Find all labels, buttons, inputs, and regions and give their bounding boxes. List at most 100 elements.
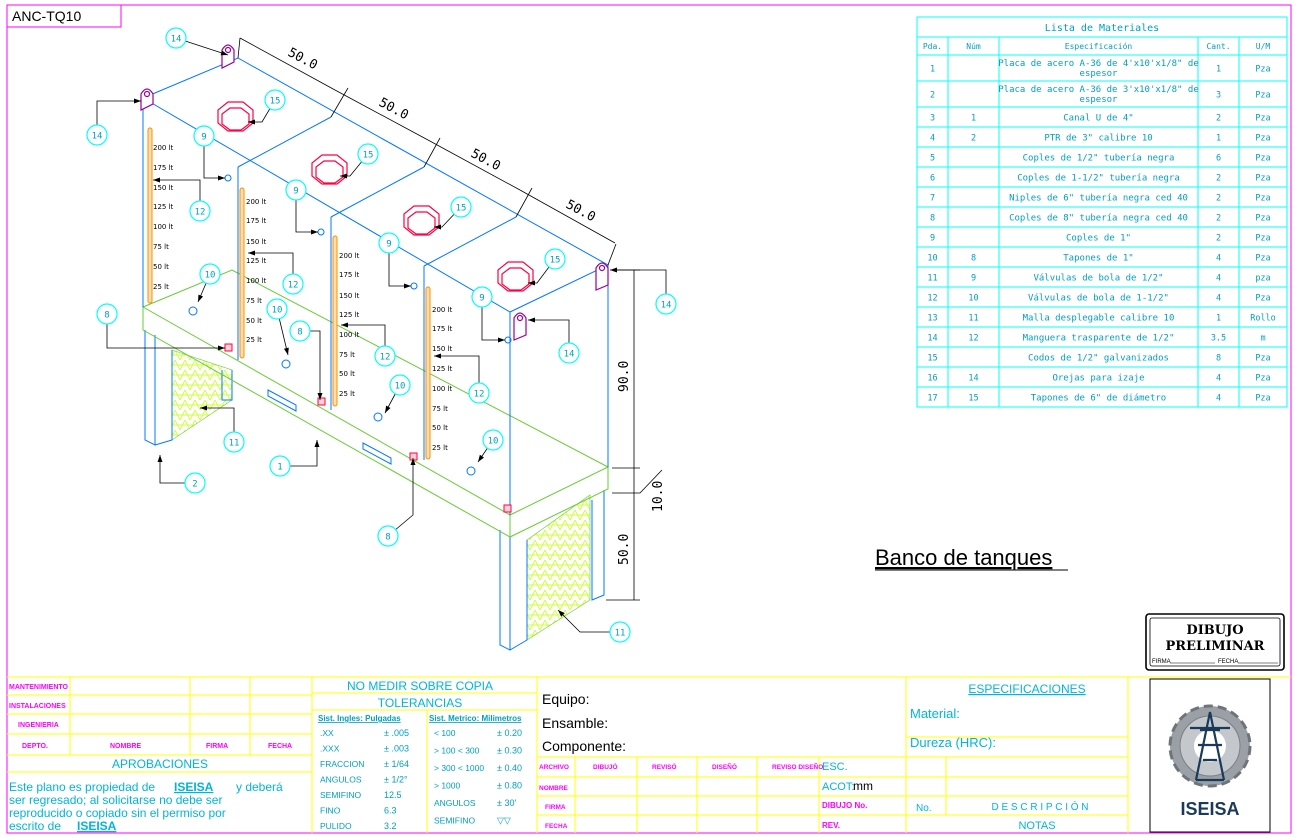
bom-title: Lista de Materiales (1045, 23, 1159, 34)
balloon-2: 2 (157, 455, 206, 494)
bom-cell: 4 (1216, 254, 1221, 264)
svg-text:escrito de: escrito de (9, 819, 61, 833)
bom-cell: espesor (1080, 95, 1119, 105)
svg-text:200 lt: 200 lt (246, 198, 267, 206)
bom-cell: 12 (968, 334, 978, 344)
balloon-11: 11 (557, 609, 631, 643)
lifting-ears (140, 44, 609, 341)
bom-cell: 8 (971, 254, 976, 264)
bom-cell: Codos de 1/2" galvanizados (1028, 354, 1169, 364)
svg-text:50 lt: 50 lt (246, 317, 262, 325)
balloon-14: 14 (165, 27, 229, 56)
balloon-10: 10 (266, 298, 289, 356)
bom-cell: 4 (930, 134, 935, 144)
svg-text:DIBUJÓ: DIBUJÓ (593, 762, 618, 771)
bom-cell: Pza (1255, 114, 1270, 124)
bom-cell: 13 (927, 314, 937, 324)
balloon-1: 1 (269, 440, 320, 477)
preliminary-stamp: DIBUJO PRELIMINAR FIRMA FECHA (1145, 613, 1285, 671)
bom-cell: 9 (971, 274, 976, 284)
svg-text:75 lt: 75 lt (153, 243, 169, 251)
balloon-14: 14 (610, 267, 677, 315)
drawing-title: Banco de tanques (875, 545, 1052, 570)
bom-cell: Canal U de 4" (1063, 114, 1133, 124)
bom-cell: 2 (1216, 114, 1221, 124)
code-box (6, 4, 122, 28)
balloon-9: 9 (193, 125, 225, 181)
svg-text:FIRMA: FIRMA (206, 743, 228, 750)
svg-text:2: 2 (192, 480, 197, 490)
tol-value: ± 0.30 (497, 746, 522, 756)
svg-text:INGENIERIA: INGENIERIA (18, 722, 59, 729)
svg-text:10: 10 (272, 306, 283, 316)
lid-4 (497, 261, 534, 292)
svg-text:12: 12 (288, 281, 299, 291)
tol-label: < 100 (434, 728, 456, 738)
bom-header: U/M (1256, 42, 1271, 51)
bom-cell: Coples de 1" (1066, 234, 1131, 244)
bom-cell: Coples de 8" tubería negra ced 40 (1009, 214, 1188, 224)
bom-cell: Pza (1255, 254, 1270, 264)
svg-text:14: 14 (171, 35, 182, 45)
bom-cell: 4 (1216, 294, 1221, 304)
bom-cell: Coples de 1/2" tubería negra (1023, 154, 1175, 164)
bom-cell: Válvulas de bola de 1/2" (1033, 274, 1163, 284)
bom-cell: 2 (930, 91, 935, 101)
svg-text:APROBACIONES: APROBACIONES (112, 757, 208, 771)
bom-cell: Manguera trasparente de 1/2" (1023, 334, 1175, 344)
svg-text:75 lt: 75 lt (246, 297, 262, 305)
svg-text:Dureza (HRC):: Dureza (HRC): (910, 735, 996, 750)
balloon-14: 14 (528, 317, 580, 364)
svg-text:10: 10 (395, 382, 406, 392)
svg-text:ser regresado; al solicitarse: ser regresado; al solicitarse no debe se… (9, 793, 222, 807)
balloon-12: 12 (153, 177, 211, 222)
svg-text:15: 15 (270, 97, 281, 107)
bom-cell: 11 (927, 274, 937, 284)
tol-value: ± 0.40 (497, 763, 522, 773)
svg-text:11: 11 (229, 439, 240, 449)
svg-text:150 lt: 150 lt (246, 238, 267, 246)
svg-text:12: 12 (380, 353, 391, 363)
title-block-right: Equipo: Ensamble: Componente: ARCHIVO NO… (539, 682, 1089, 832)
svg-text:175 lt: 175 lt (339, 271, 360, 279)
svg-text:14: 14 (92, 132, 103, 142)
balloon-8: 8 (96, 303, 225, 351)
tol-value: ± 1/64 (384, 759, 409, 769)
svg-text:DIBUJO: DIBUJO (1186, 623, 1243, 638)
svg-text:Ensamble:: Ensamble: (542, 715, 608, 731)
balloon-10: 10 (384, 374, 411, 414)
balloon-12: 12 (248, 250, 304, 295)
base-slots (267, 389, 392, 465)
bom-cell: Pza (1255, 354, 1270, 364)
svg-text:Sist. Ingles: Pulgadas: Sist. Ingles: Pulgadas (318, 714, 401, 723)
mesh-panel-right (526, 494, 591, 641)
tank-lids (217, 101, 534, 292)
svg-text:9: 9 (479, 294, 484, 304)
bom-cell: Placa de acero A-36 de 3'x10'x1/8" de (998, 85, 1198, 95)
svg-text:FECHA: FECHA (1218, 659, 1238, 665)
bom-header: Pda. (923, 42, 942, 51)
bom-cell: 2 (971, 134, 976, 144)
dimension-texts: 50.0 50.0 50.0 50.0 90.0 10.0 50.0 (285, 45, 666, 565)
bom-cell: Tapones de 6" de diámetro (1031, 394, 1166, 404)
svg-text:y deberá: y deberá (236, 780, 283, 794)
svg-text:Este plano es propiedad de: Este plano es propiedad de (9, 780, 155, 794)
svg-text:DISEÑÓ: DISEÑÓ (712, 762, 737, 771)
bom-cell: 2 (1216, 234, 1221, 244)
bom-cell: Pza (1255, 154, 1270, 164)
tank-bank-drawing: 200 lt 175 lt 150 lt 125 lt 100 lt 75 lt… (140, 44, 610, 651)
dimension-lines (237, 37, 663, 601)
svg-text:ISEISA: ISEISA (77, 819, 117, 833)
svg-text:15: 15 (363, 151, 374, 161)
tol-label: ANGULOS (320, 775, 362, 785)
svg-text:125 lt: 125 lt (153, 203, 174, 211)
svg-text:NO MEDIR SOBRE COPIA: NO MEDIR SOBRE COPIA (347, 679, 493, 693)
tol-label: > 300 < 1000 (434, 763, 484, 773)
bom-cell: 2 (1216, 174, 1221, 184)
balloon-9: 9 (285, 179, 318, 235)
tol-value: ± 0.80 (497, 781, 522, 791)
tol-label: ANGULOS (434, 798, 476, 808)
svg-text:9: 9 (201, 133, 206, 143)
bom-header: Cant. (1206, 42, 1230, 51)
